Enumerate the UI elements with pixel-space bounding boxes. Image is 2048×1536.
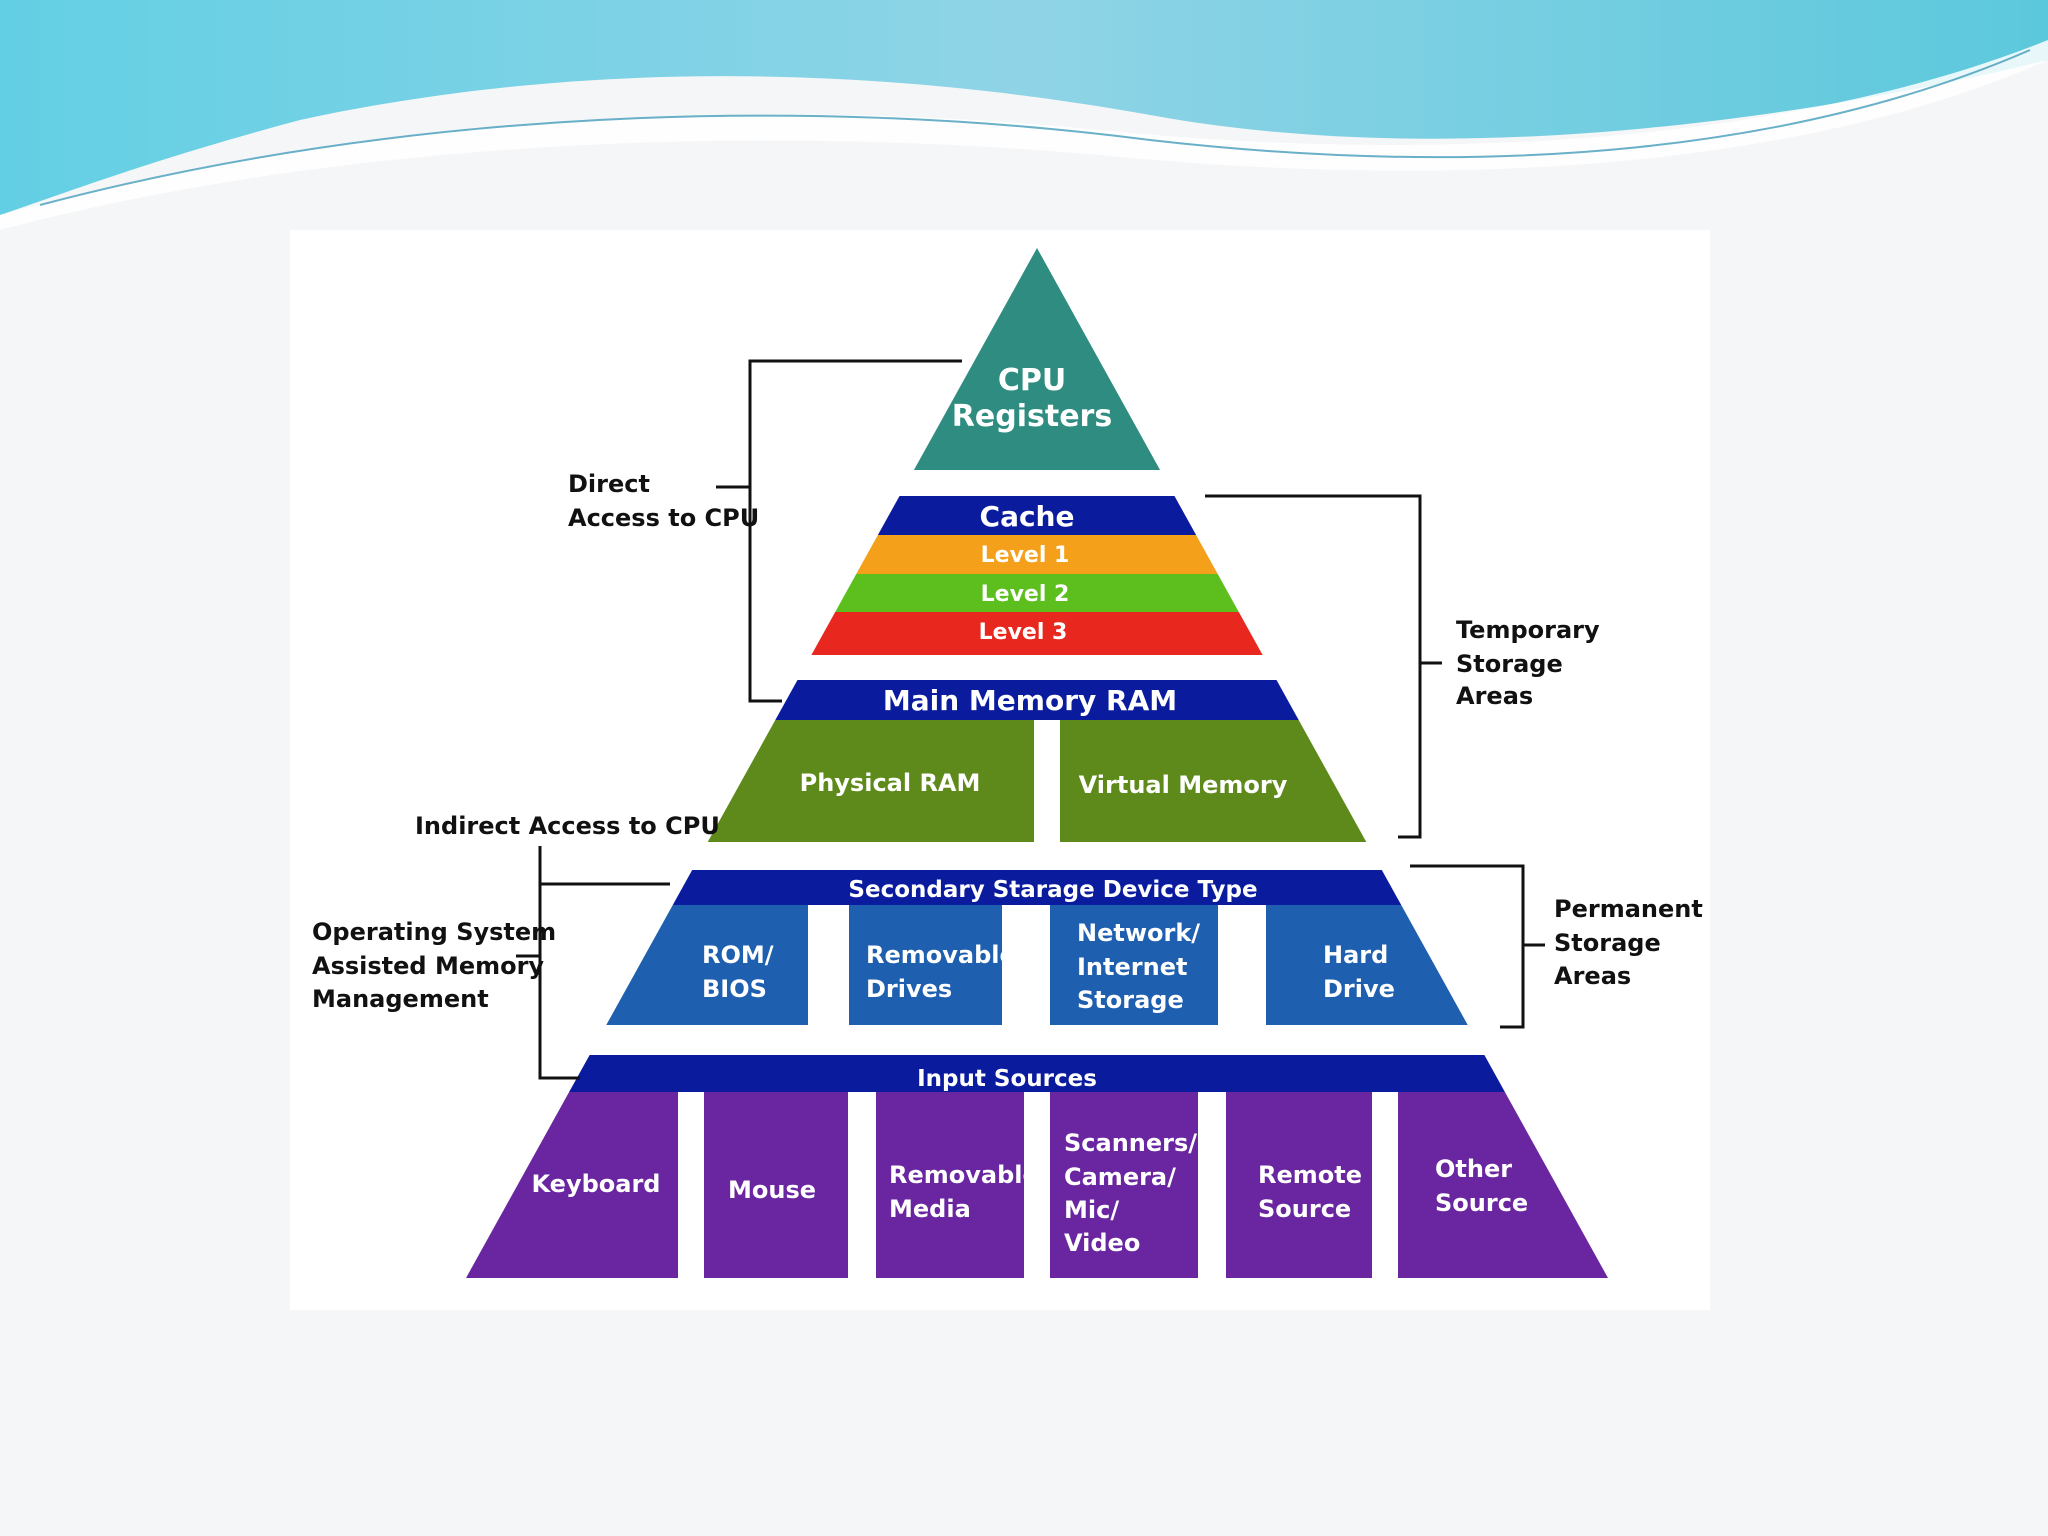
other-source-label-2: Source xyxy=(1435,1189,1528,1217)
network-storage-block xyxy=(1050,905,1218,1025)
level1-label: Level 1 xyxy=(981,543,1070,568)
virtual-memory-label: Virtual Memory xyxy=(1079,771,1288,799)
direct-access-label-2: Access to CPU xyxy=(568,504,759,532)
physical-ram-label: Physical RAM xyxy=(800,769,981,797)
registers-label: Registers xyxy=(952,399,1112,434)
direct-access-bracket xyxy=(748,359,962,703)
permanent-storage-label-3: Areas xyxy=(1554,962,1631,990)
bios-label: BIOS xyxy=(702,975,767,1003)
direct-access-label-1: Direct xyxy=(568,470,650,498)
network-label-2: Internet xyxy=(1077,953,1187,981)
indirect-access-label: Indirect Access to CPU xyxy=(415,812,720,840)
level3-label: Level 3 xyxy=(979,620,1068,645)
cache-label: Cache xyxy=(980,500,1075,533)
os-managed-label-3: Management xyxy=(312,985,489,1013)
os-managed-label-2: Assisted Memory xyxy=(312,952,544,980)
scanners-label-1: Scanners/ xyxy=(1064,1129,1197,1157)
remote-source-label-2: Source xyxy=(1258,1195,1351,1223)
scanners-label-3: Mic/ xyxy=(1064,1196,1119,1224)
level2-label: Level 2 xyxy=(981,582,1070,607)
temporary-storage-label-1: Temporary xyxy=(1456,616,1600,644)
removable-media-label-1: Removable xyxy=(889,1161,1039,1189)
os-managed-label-1: Operating System xyxy=(312,918,556,946)
network-label-1: Network/ xyxy=(1077,919,1200,947)
temporary-storage-bracket xyxy=(1205,494,1422,839)
keyboard-label: Keyboard xyxy=(532,1170,661,1198)
network-label-3: Storage xyxy=(1077,986,1184,1014)
other-source-block xyxy=(1398,1092,1608,1278)
removable-media-block xyxy=(876,1092,1024,1278)
hard-label: Hard xyxy=(1323,941,1388,969)
temporary-storage-label-3: Areas xyxy=(1456,682,1533,710)
bracket-lines xyxy=(516,359,1545,1080)
secondary-storage-label: Secondary Starage Device Type xyxy=(848,877,1257,903)
cpu-label: CPU xyxy=(998,363,1066,398)
removable-drives-label-1: Removable xyxy=(866,941,1016,969)
mouse-block xyxy=(704,1092,848,1278)
scanners-label-4: Video xyxy=(1064,1229,1140,1257)
permanent-storage-label-2: Storage xyxy=(1554,929,1661,957)
header-wave xyxy=(0,0,2048,230)
main-memory-label: Main Memory RAM xyxy=(883,684,1177,717)
removable-media-label-2: Media xyxy=(889,1195,971,1223)
temporary-storage-label-2: Storage xyxy=(1456,650,1563,678)
input-header-band xyxy=(466,1055,1608,1092)
drive-label: Drive xyxy=(1323,975,1395,1003)
scanners-label-2: Camera/ xyxy=(1064,1163,1176,1191)
removable-drives-block xyxy=(849,905,1002,1025)
other-source-label-1: Other xyxy=(1435,1155,1512,1183)
rom-label: ROM/ xyxy=(702,941,774,969)
indirect-access-bracket xyxy=(538,846,580,1080)
permanent-storage-label-1: Permanent xyxy=(1554,895,1703,923)
remote-source-block xyxy=(1226,1092,1372,1278)
input-sources-label: Input Sources xyxy=(917,1066,1097,1092)
scanners-block xyxy=(1050,1092,1198,1278)
removable-drives-label-2: Drives xyxy=(866,975,952,1003)
remote-source-label-1: Remote xyxy=(1258,1161,1362,1189)
mouse-label: Mouse xyxy=(728,1176,816,1204)
